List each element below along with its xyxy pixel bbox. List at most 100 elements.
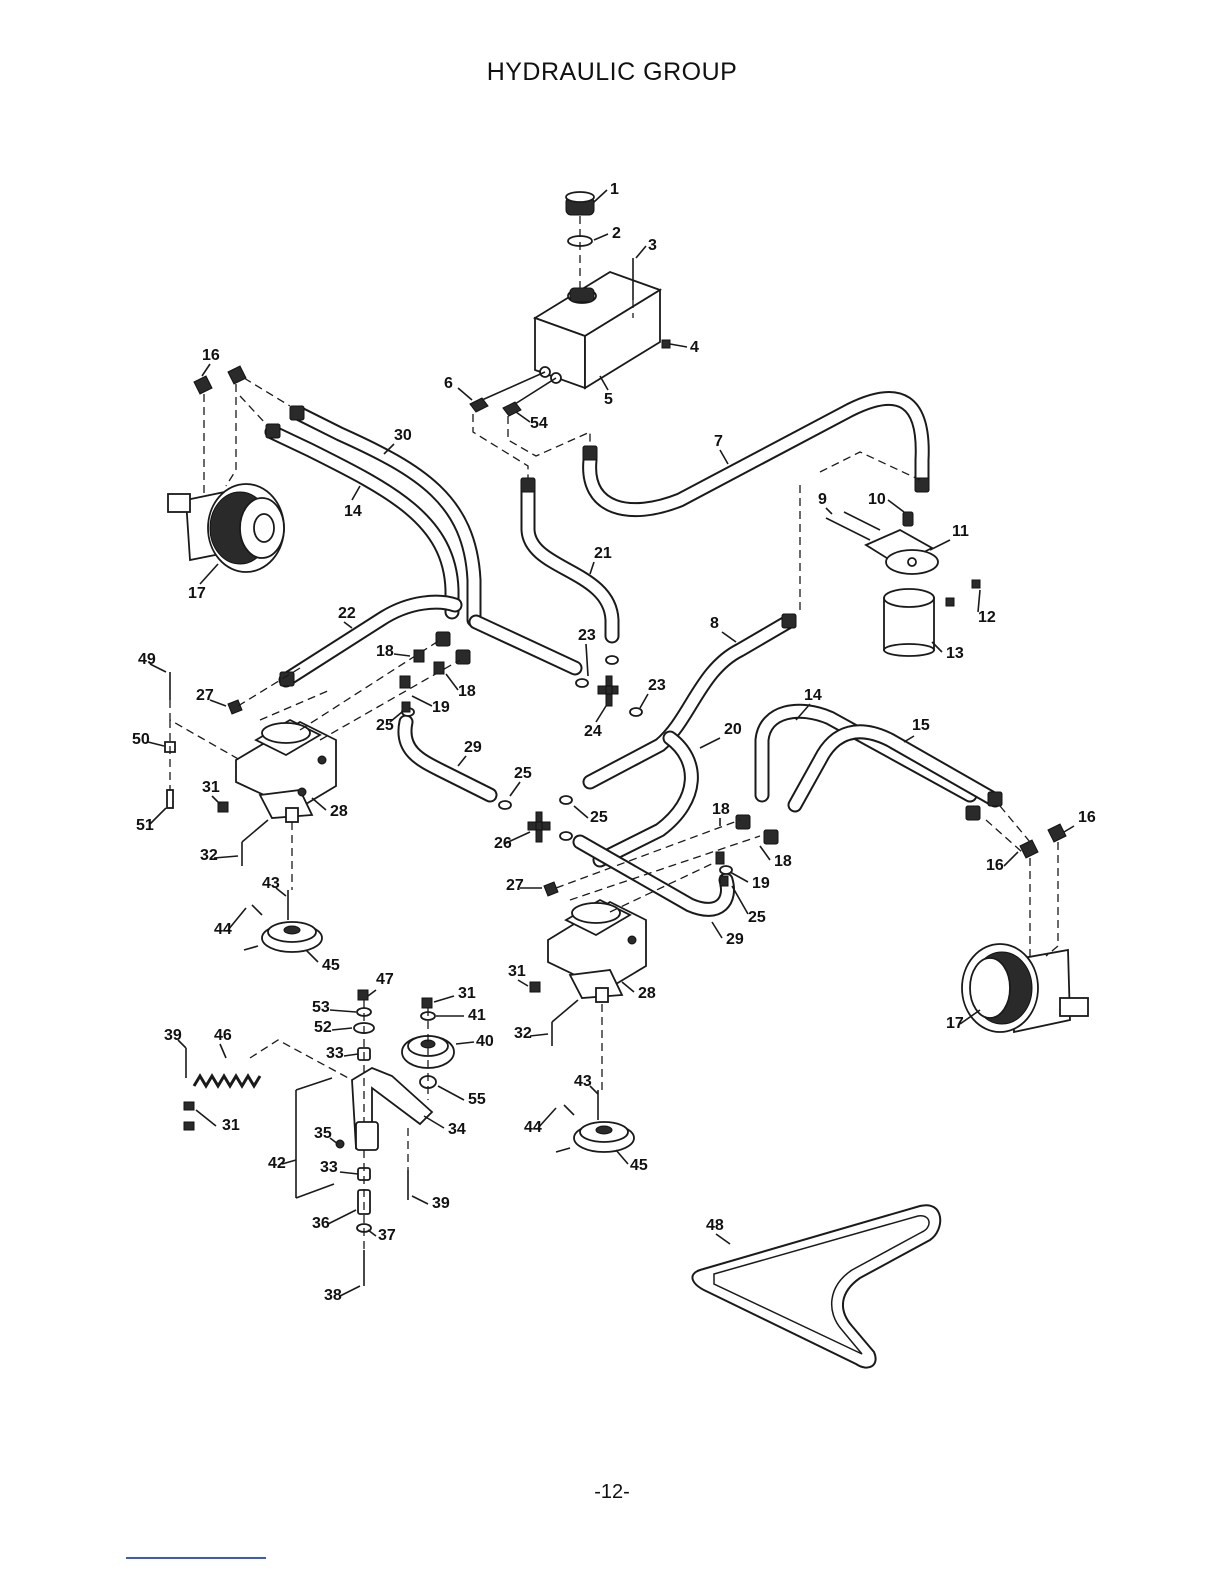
nut bbox=[530, 982, 540, 992]
callout-leader-33 bbox=[344, 1054, 358, 1056]
callout-leader-16 bbox=[202, 364, 210, 376]
page-number: -12- bbox=[0, 1481, 1224, 1504]
callout-label-40: 40 bbox=[476, 1033, 494, 1050]
hose-clamp bbox=[499, 801, 511, 809]
callout-label-35: 35 bbox=[314, 1125, 332, 1142]
callout-leader-3 bbox=[636, 246, 646, 258]
callout-leader-5 bbox=[600, 376, 608, 390]
hose-clamp bbox=[560, 796, 572, 804]
fitting bbox=[400, 676, 410, 688]
callout-label-50: 50 bbox=[132, 731, 150, 748]
callout-label-29: 29 bbox=[726, 931, 744, 948]
callout-label-15: 15 bbox=[912, 717, 930, 734]
callout-label-45: 45 bbox=[322, 957, 340, 974]
fitting bbox=[414, 650, 424, 662]
callout-label-32: 32 bbox=[200, 847, 218, 864]
elbow-fitting bbox=[1048, 824, 1066, 842]
callout-label-28: 28 bbox=[330, 803, 348, 820]
callout-label-38: 38 bbox=[324, 1287, 342, 1304]
callout-label-16: 16 bbox=[202, 347, 220, 364]
callout-label-42: 42 bbox=[268, 1155, 286, 1172]
callout-label-41: 41 bbox=[468, 1007, 486, 1024]
callout-label-23: 23 bbox=[648, 677, 666, 694]
nut bbox=[358, 990, 368, 1000]
callout-label-44: 44 bbox=[524, 1119, 542, 1136]
callout-label-4: 4 bbox=[690, 339, 699, 356]
fitting bbox=[720, 876, 728, 886]
callout-label-33: 33 bbox=[326, 1045, 344, 1062]
callout-label-45: 45 bbox=[630, 1157, 648, 1174]
pin bbox=[167, 790, 173, 808]
callout-leader-45 bbox=[616, 1150, 628, 1164]
callout-leader-33 bbox=[340, 1172, 358, 1174]
callout-label-20: 20 bbox=[724, 721, 742, 738]
callout-label-32: 32 bbox=[514, 1025, 532, 1042]
callout-leader-9 bbox=[826, 508, 832, 514]
drive-belt bbox=[692, 1205, 940, 1367]
callout-leader-25 bbox=[732, 886, 748, 914]
callout-label-39: 39 bbox=[164, 1027, 182, 1044]
callout-leader-23 bbox=[640, 694, 648, 708]
hose-fitting bbox=[436, 632, 450, 646]
callout-leader-21 bbox=[590, 562, 594, 574]
callout-label-18: 18 bbox=[376, 643, 394, 660]
callout-label-25: 25 bbox=[748, 909, 766, 926]
callout-label-23: 23 bbox=[578, 627, 596, 644]
callout-leader-17 bbox=[200, 564, 218, 584]
callout-leader-37 bbox=[368, 1230, 376, 1236]
reservoir-tank bbox=[535, 272, 660, 388]
callout-leader-19 bbox=[412, 696, 432, 706]
pulley-right bbox=[574, 1122, 634, 1152]
callout-leader-16 bbox=[1004, 852, 1018, 866]
callout-leader-38 bbox=[340, 1286, 360, 1296]
callout-leader-29 bbox=[458, 756, 466, 766]
callout-label-54: 54 bbox=[530, 415, 548, 432]
callout-label-55: 55 bbox=[468, 1091, 486, 1108]
fitting bbox=[716, 852, 724, 864]
callout-leader-25 bbox=[510, 782, 520, 796]
callout-leader-2 bbox=[594, 234, 608, 240]
callout-label-6: 6 bbox=[444, 375, 453, 392]
callout-label-17: 17 bbox=[188, 585, 206, 602]
hose-clamp bbox=[576, 679, 588, 687]
hose-clamp bbox=[630, 708, 642, 716]
callout-leader-7 bbox=[720, 450, 728, 464]
callout-label-29: 29 bbox=[464, 739, 482, 756]
callout-leader-1 bbox=[594, 190, 607, 202]
hose-fitting bbox=[456, 650, 470, 664]
callout-label-19: 19 bbox=[752, 875, 770, 892]
filter-element bbox=[884, 589, 934, 656]
hose-14-left bbox=[272, 432, 452, 612]
callout-label-18: 18 bbox=[712, 801, 730, 818]
callout-leader-11 bbox=[930, 540, 950, 550]
callout-label-8: 8 bbox=[710, 615, 719, 632]
callout-leader-25 bbox=[574, 806, 588, 818]
wheel-motor-left bbox=[168, 484, 284, 572]
callout-label-25: 25 bbox=[514, 765, 532, 782]
callout-label-14: 14 bbox=[344, 503, 362, 520]
callout-leader-28 bbox=[622, 982, 634, 992]
callout-leader-14 bbox=[352, 486, 360, 500]
callout-label-34: 34 bbox=[448, 1121, 466, 1138]
callout-label-12: 12 bbox=[978, 609, 996, 626]
hose-fitting bbox=[736, 815, 750, 829]
callout-leader-32 bbox=[530, 1034, 548, 1036]
callout-label-14: 14 bbox=[804, 687, 822, 704]
tee-fitting bbox=[528, 812, 550, 842]
hose-clamp bbox=[560, 832, 572, 840]
callout-label-2: 2 bbox=[612, 225, 621, 242]
callout-label-47: 47 bbox=[376, 971, 394, 988]
callout-label-53: 53 bbox=[312, 999, 330, 1016]
hose-fitting bbox=[764, 830, 778, 844]
callout-label-27: 27 bbox=[196, 687, 214, 704]
hose-fitting bbox=[280, 672, 294, 686]
callout-leader-15 bbox=[904, 736, 914, 742]
callout-label-31: 31 bbox=[508, 963, 526, 980]
tube-straight bbox=[476, 622, 575, 668]
fitting bbox=[434, 662, 444, 674]
callout-leader-24 bbox=[596, 706, 606, 722]
callout-label-31: 31 bbox=[458, 985, 476, 1002]
hose-29-left bbox=[405, 722, 490, 795]
nut bbox=[184, 1102, 194, 1110]
